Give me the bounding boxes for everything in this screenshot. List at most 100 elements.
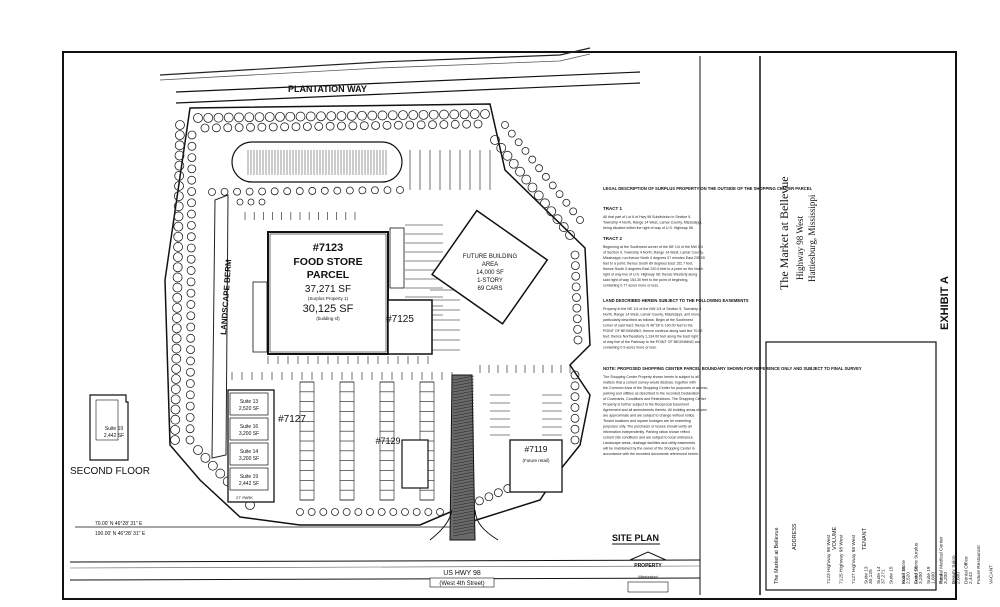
tree-icon	[346, 110, 357, 121]
tree-icon	[174, 181, 184, 191]
tree-icon	[257, 122, 267, 132]
tree-icon	[246, 122, 255, 132]
tree-icon	[546, 206, 557, 217]
tree-icon	[186, 243, 196, 253]
svg-text:being situated within the righ: being situated within the right of way o…	[603, 226, 694, 230]
tree-icon	[186, 300, 196, 309]
tree-icon	[496, 143, 507, 153]
future-line1: FUTURE BUILDING	[463, 254, 518, 260]
road-top-edge	[159, 47, 591, 76]
tree-icon	[398, 110, 408, 121]
tree-icon	[336, 111, 347, 121]
svg-text:Tenant locations and square fo: Tenant locations and square footages are…	[603, 419, 691, 423]
parcel-7119-note: (Future retail)	[522, 458, 550, 463]
street-name-north: PLANTATION WAY	[288, 84, 367, 94]
svg-text:Landscape areas, drainage faci: Landscape areas, drainage facilities and…	[603, 441, 695, 445]
tenant-table: The Market at Bellevue ADDRESS VOLUME TE…	[765, 341, 995, 591]
tree-icon	[186, 356, 195, 366]
tree-icon	[570, 435, 580, 445]
tree-icon	[270, 187, 279, 196]
tree-icon	[174, 170, 185, 181]
tree-icon	[359, 121, 369, 131]
tree-icon	[345, 186, 354, 195]
logo-name: PROPERTY	[634, 563, 662, 569]
driveway-hatch	[452, 375, 475, 537]
suite-4-line1: Suite 19	[240, 474, 259, 480]
tenant-row-address: Suite 18	[914, 566, 920, 584]
tree-icon	[185, 413, 195, 422]
tree-icon	[302, 122, 312, 131]
tree-icon	[493, 488, 503, 498]
svg-text:All that part of Lot 6 of Hwy: All that part of Lot 6 of Hwy 98 Subdivi…	[603, 215, 691, 219]
tree-icon	[186, 333, 196, 343]
tree-icon	[233, 187, 241, 196]
retention-pond	[231, 141, 403, 183]
svg-text:of way line of the Parkway to: of way line of the Parkway to the POINT …	[603, 340, 701, 344]
tree-icon	[220, 187, 229, 196]
tree-icon	[358, 186, 367, 195]
logo-sub: Mississippi	[638, 574, 657, 579]
tree-icon	[234, 112, 244, 123]
tenant-row-tenant: Food Store Surplus	[914, 542, 920, 584]
tree-icon	[172, 313, 182, 323]
tenant-row-address: Suite 16	[901, 566, 907, 584]
tree-icon	[371, 186, 379, 195]
tree-icon	[570, 392, 580, 402]
tree-icon	[555, 190, 564, 198]
house-icon	[629, 551, 667, 561]
tree-icon	[314, 121, 324, 131]
tree-icon	[540, 198, 550, 209]
tree-icon	[480, 109, 490, 119]
parcel-7129-building	[401, 439, 429, 489]
tree-icon	[366, 508, 374, 516]
svg-text:feet to a point; thence South: feet to a point; thence South 89 degrees…	[603, 262, 693, 266]
tenant-row-volume: 30,125	[868, 569, 874, 584]
tenant-row-volume: 2,520	[906, 572, 912, 584]
tree-icon	[236, 198, 244, 206]
tree-icon	[173, 211, 184, 222]
tree-icon	[521, 174, 532, 185]
tenant-row-tenant: Beauty Salon	[951, 555, 957, 584]
tree-icon	[573, 324, 583, 334]
tree-icon	[193, 113, 203, 123]
tree-icon	[418, 109, 429, 120]
tree-icon	[416, 120, 426, 130]
plantation-way-north-edge	[175, 71, 641, 93]
svg-text:containing 0.77 acres more or: containing 0.77 acres more or less.	[603, 284, 659, 288]
svg-text:particularly described as foll: particularly described as follows: Begin…	[603, 318, 693, 322]
tenant-row-tenant: Food Store	[901, 560, 907, 584]
second-floor-suite-line1: Suite 19	[105, 426, 124, 432]
tree-buffer	[170, 109, 584, 516]
tenant-row-address: Suite 15	[889, 566, 895, 584]
tree-icon	[187, 198, 196, 208]
suite-boxes: Suite 13 2,520 SF Suite 16 3,200 SF Suit…	[229, 392, 269, 491]
street-name-south-alt: (West 4th Street)	[439, 581, 484, 587]
plantation-way-south-edge	[175, 82, 641, 104]
tree-icon	[171, 323, 182, 334]
tree-icon	[382, 120, 392, 130]
svg-text:of Section 9, Township 4 North: of Section 9, Township 4 North, Range 14…	[603, 251, 704, 255]
tree-icon	[170, 414, 181, 425]
tree-icon	[285, 111, 296, 122]
tree-icon	[572, 293, 581, 302]
tree-icon	[571, 282, 581, 292]
tenant-row-volume: 37,271	[881, 569, 887, 584]
tree-icon	[208, 188, 216, 196]
tree-icon	[175, 120, 185, 130]
tree-icon	[307, 508, 316, 516]
tenant-row-address: Suite 13	[864, 566, 870, 584]
tenant-row-address: 7125 Highway 98 West	[839, 534, 845, 584]
tree-icon	[542, 172, 550, 181]
tree-icon	[174, 130, 185, 141]
tree-icon	[296, 508, 304, 516]
parcel-7127-number: #7127	[278, 414, 306, 425]
svg-text:matters that a current survey: matters that a current survey would disc…	[603, 381, 696, 385]
svg-text:POINT OF BEGINNING; thence con: POINT OF BEGINNING; thence continue alon…	[603, 329, 702, 333]
tree-icon	[171, 333, 182, 344]
tenant-row-volume: 3,200	[918, 572, 924, 584]
tree-icon	[424, 508, 433, 516]
tree-icon	[333, 186, 342, 195]
parcel-7129-number: #7129	[375, 436, 400, 446]
tree-icon	[502, 150, 513, 161]
tree-icon	[185, 390, 195, 400]
